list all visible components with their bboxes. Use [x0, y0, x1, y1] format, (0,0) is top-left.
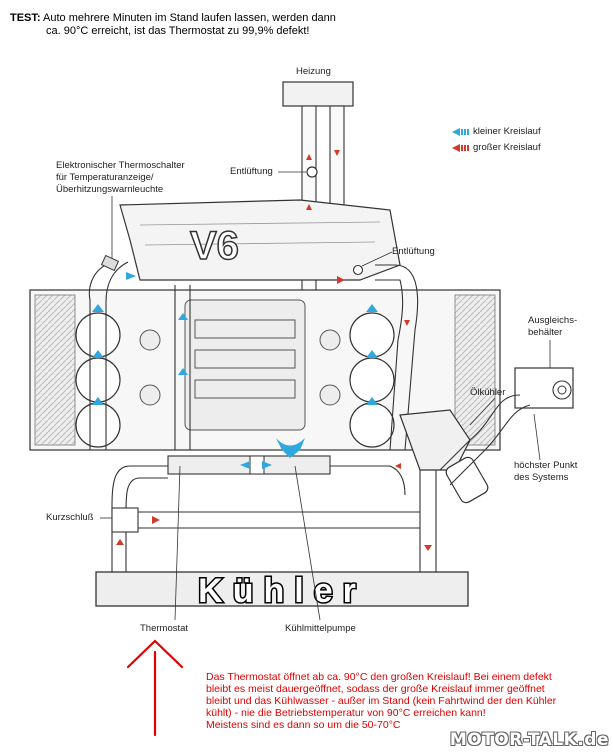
bleed-valve-mid	[352, 264, 364, 276]
thermo-switch	[100, 254, 120, 272]
expansion-hose	[439, 394, 531, 486]
label-heizung: Heizung	[296, 66, 331, 77]
red-note: Das Thermostat öffnet ab ca. 90°C den gr…	[206, 671, 606, 731]
oil-cooler	[399, 409, 471, 471]
radiator	[95, 571, 469, 607]
test-line2: ca. 90°C erreicht, ist das Thermostat zu…	[46, 25, 310, 37]
red-note-line4: kühlt) - nie die Betriebstemperatur von …	[206, 707, 486, 719]
engine-internals	[139, 299, 341, 431]
small-circuit-arrows	[92, 272, 378, 469]
thermoschalter-line2: für Temperaturanzeige/	[56, 172, 154, 183]
test-note: TEST: Auto mehrere Minuten im Stand lauf…	[10, 12, 430, 38]
cylinders-left	[75, 312, 121, 448]
thermoschalter-line1: Elektronischer Thermoschalter	[56, 160, 185, 171]
intake-manifold	[119, 199, 401, 281]
red-note-line2: bleibt es meist dauergeöffnet, sodass de…	[206, 683, 545, 695]
lower-pipes	[111, 460, 437, 572]
legend-large-arrow	[452, 144, 460, 152]
legend-large-label: großer Kreislauf	[473, 142, 541, 153]
heater-box	[282, 81, 354, 107]
thermoschalter-line3: Überhitzungswarnleuchte	[56, 184, 164, 195]
label-ausgleichsbehaelter: Ausgleichs- behälter	[528, 315, 577, 339]
label-thermoschalter: Elektronischer Thermoschalter für Temper…	[56, 160, 185, 196]
label-entlueftung-top: Entlüftung	[230, 166, 273, 177]
legend-small-arrow	[452, 128, 460, 136]
label-kuehlmittelpumpe: Kühlmittelpumpe	[285, 623, 356, 634]
red-up-arrow	[126, 639, 184, 737]
large-circuit-arrows	[116, 150, 432, 551]
hoechster-line2: des Systems	[514, 472, 569, 483]
test-line1: Auto mehrere Minuten im Stand laufen las…	[40, 12, 336, 24]
legend-small-label: kleiner Kreislauf	[473, 126, 541, 137]
hoechster-line1: höchster Punkt	[514, 460, 578, 471]
thermostat-housing	[111, 507, 139, 533]
label-hoechster-punkt: höchster Punkt des Systems	[514, 460, 577, 484]
cylinders-right	[349, 312, 395, 448]
legend	[452, 128, 469, 152]
leader-lines	[100, 196, 551, 621]
ausgleich-line1: Ausgleichs-	[528, 315, 578, 326]
label-oelkuehler: Ölkühler	[470, 387, 506, 398]
label-thermostat: Thermostat	[140, 623, 189, 634]
radiator-label: Kühler	[198, 572, 366, 610]
label-kurzschluss: Kurzschluß	[46, 512, 94, 523]
red-note-line3: bleibt und das Kühlwasser - außer im Sta…	[206, 695, 557, 707]
bleed-valve-top	[306, 166, 318, 178]
red-note-line1: Das Thermostat öffnet ab ca. 90°C den gr…	[206, 671, 552, 683]
watermark-bottom: MOTOR-TALK.de	[449, 730, 609, 750]
label-entlueftung-mid: Entlüftung	[392, 246, 435, 257]
test-label: TEST:	[10, 12, 41, 24]
v6-badge: V6	[190, 224, 239, 268]
ausgleich-line2: behälter	[528, 327, 563, 338]
red-note-line5: Meistens sind es dann so um die 50-70°C	[206, 719, 401, 731]
